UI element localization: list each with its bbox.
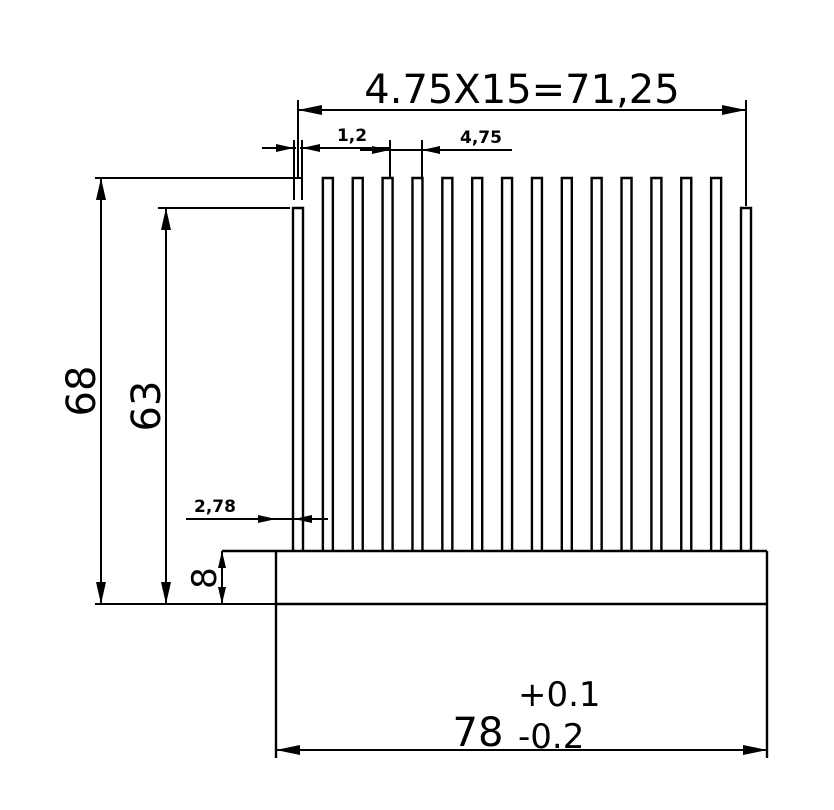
dimension-pitch-total: 4.75X15=71,25	[298, 67, 746, 115]
dimension-fin-height: 63	[124, 208, 171, 604]
fin	[471, 176, 484, 551]
heatsink-fins	[291, 176, 753, 551]
label-width-nominal: 78	[453, 710, 504, 756]
dimension-fin-pitch: 4,75	[360, 128, 512, 154]
fin	[351, 176, 364, 551]
label-fin-thickness: 1,2	[337, 126, 367, 146]
label-fin-height: 63	[124, 381, 170, 432]
fin	[709, 176, 723, 551]
dimension-fin-thickness: 1,2	[262, 126, 390, 200]
label-edge-offset: 2,78	[194, 497, 236, 517]
heatsink-base	[222, 549, 769, 758]
fin	[560, 176, 573, 551]
dimension-edge-offset: 2,78	[186, 497, 328, 523]
label-pitch-total: 4.75X15=71,25	[364, 67, 679, 113]
fin	[500, 176, 514, 551]
fin	[321, 176, 335, 551]
label-width-tolerance-minus: -0.2	[518, 717, 584, 757]
label-fin-pitch: 4,75	[460, 128, 502, 148]
extension-lines	[95, 100, 747, 605]
fin	[590, 176, 603, 551]
fin	[381, 176, 394, 551]
dimension-base-thickness: 8	[185, 551, 226, 604]
fin	[680, 176, 693, 551]
fin	[739, 206, 753, 551]
fin	[620, 176, 633, 551]
label-width-tolerance-plus: +0.1	[518, 675, 601, 715]
fin	[411, 176, 424, 551]
fin	[291, 206, 305, 551]
dimension-overall-width: 78 +0.1 -0.2	[276, 675, 767, 757]
fin	[650, 176, 663, 551]
fin	[530, 176, 544, 551]
fin	[441, 176, 454, 551]
dimension-total-height: 68	[59, 178, 106, 604]
label-base-thickness: 8	[185, 567, 225, 589]
label-total-height: 68	[59, 366, 105, 417]
